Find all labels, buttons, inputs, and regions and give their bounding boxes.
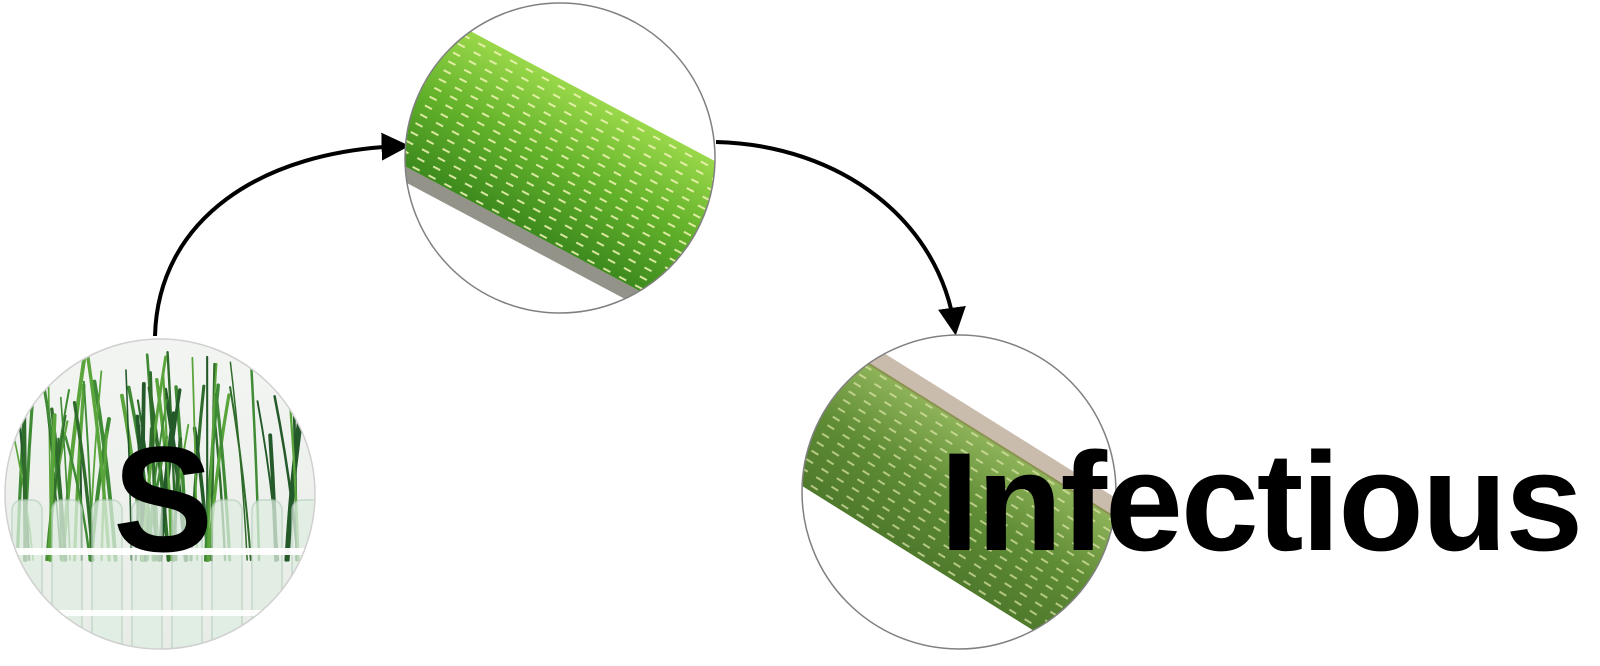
arrow-seedlings-to-leaf [155,146,404,336]
healthy-leaf-image [313,0,796,349]
arrow-leaf-to-infected [716,142,955,330]
stage-label-infectious: Infectious [940,432,1581,572]
stage-label-s: S [113,424,213,574]
